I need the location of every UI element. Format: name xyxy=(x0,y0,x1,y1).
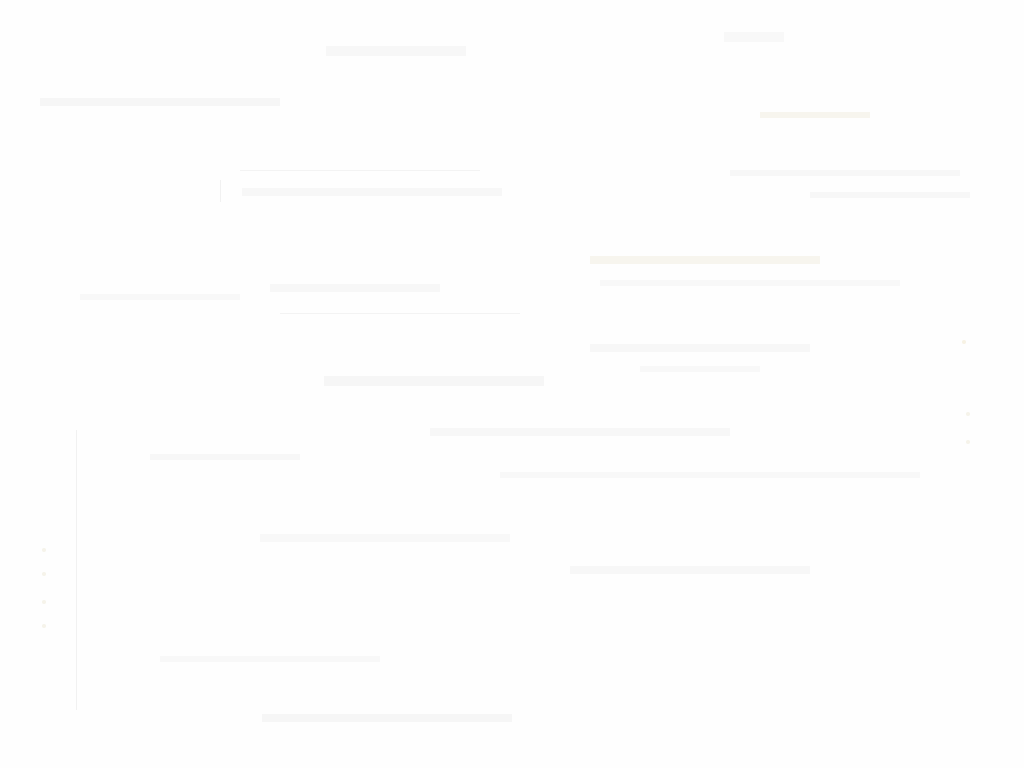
center-heading-ghost xyxy=(324,376,544,386)
left-field-ghost xyxy=(270,284,440,292)
content-left-border xyxy=(76,430,77,710)
mid-row-ghost-3 xyxy=(590,344,810,352)
right-row-ghost-3 xyxy=(810,192,970,198)
mid-row-ghost-1 xyxy=(590,256,820,264)
right-marker-ghost-3 xyxy=(966,440,970,444)
lower-row-ghost-5 xyxy=(570,566,810,574)
lower-row-ghost-3 xyxy=(500,472,920,478)
top-right-ghost-mark xyxy=(724,32,784,42)
lower-row-ghost-4 xyxy=(260,534,510,542)
lower-row-ghost-6 xyxy=(160,656,380,662)
panel-row-ghost xyxy=(242,188,502,196)
right-row-ghost-2 xyxy=(730,170,960,176)
lower-row-ghost-2 xyxy=(150,454,300,460)
mid-row-ghost-2 xyxy=(600,280,900,286)
footer-ghost xyxy=(262,714,512,722)
panel-left-rule xyxy=(220,180,221,202)
header-ghost-bar xyxy=(326,46,466,56)
right-row-ghost-1 xyxy=(760,112,870,118)
mid-row-ghost-4 xyxy=(640,366,760,372)
lower-row-ghost-1 xyxy=(430,428,730,436)
breadcrumb-ghost xyxy=(40,98,280,106)
left-field-underline xyxy=(280,313,520,314)
panel-top-rule xyxy=(240,170,480,171)
marker-ghost-3 xyxy=(42,600,46,604)
right-marker-ghost-1 xyxy=(962,340,966,344)
left-row-ghost-1 xyxy=(80,294,240,300)
marker-ghost-1 xyxy=(42,548,46,552)
right-marker-ghost-2 xyxy=(966,412,970,416)
marker-ghost-4 xyxy=(42,624,46,628)
marker-ghost-2 xyxy=(42,572,46,576)
